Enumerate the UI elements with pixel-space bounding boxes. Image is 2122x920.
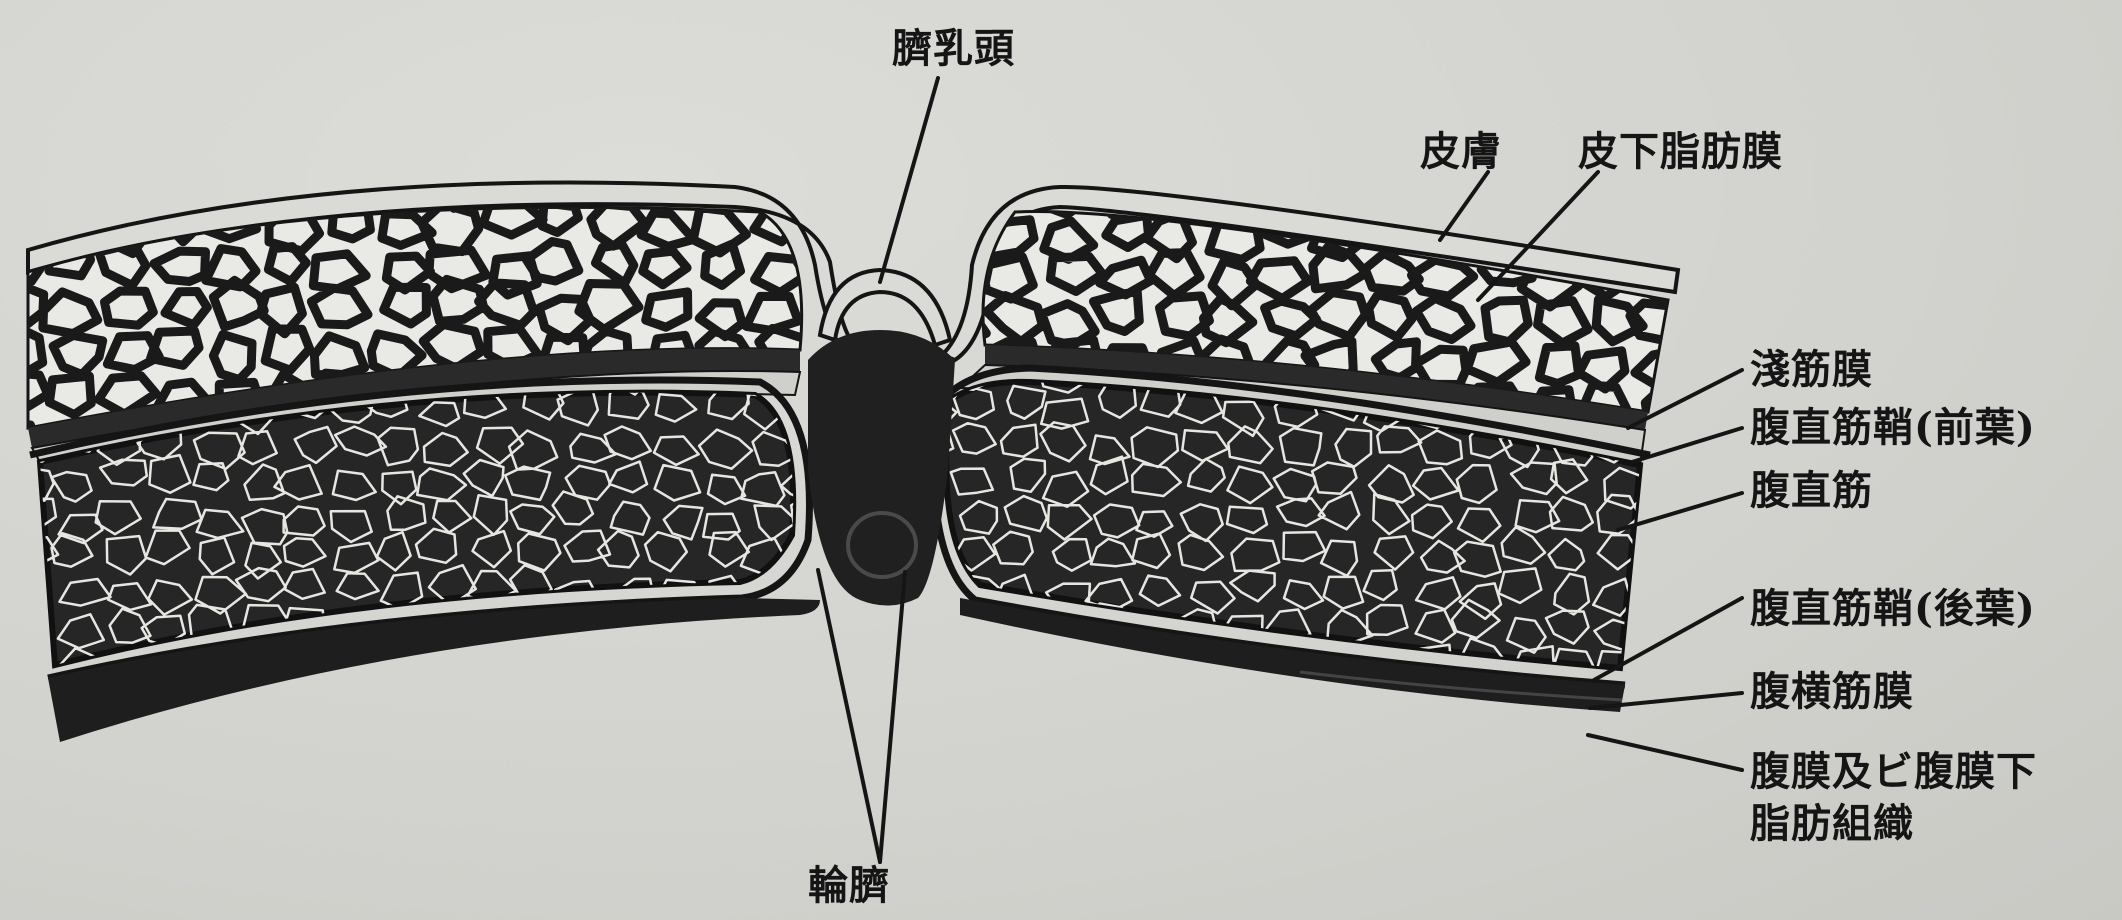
label-peritoneum-line2: 脂肪組織 [1750, 800, 1914, 848]
umbilical-scar [808, 330, 955, 606]
leader-rectus-sheath-anterior [1632, 428, 1742, 462]
label-umbilical-ring: 輪臍 [808, 862, 890, 910]
label-rectus-sheath-posterior: 腹直筋鞘(後葉) [1750, 585, 2036, 633]
leader-skin [1440, 172, 1488, 240]
leader-umbilical-papilla [880, 78, 938, 282]
label-rectus-muscle: 腹直筋 [1750, 467, 1873, 515]
leader-peritoneum [1588, 735, 1742, 770]
label-umbilical-papilla: 臍乳頭 [892, 25, 1015, 73]
label-peritoneum-line1: 腹膜及ビ腹膜下 [1750, 748, 2037, 796]
label-skin: 皮膚 [1420, 128, 1502, 176]
label-rectus-sheath-anterior: 腹直筋鞘(前葉) [1750, 404, 2036, 452]
leader-umbilical-ring-right [880, 572, 905, 862]
label-transversalis-fascia: 腹横筋膜 [1750, 668, 1914, 716]
label-subcutaneous-fascia: 皮下脂肪膜 [1578, 128, 1783, 176]
leader-umbilical-ring-left [818, 570, 880, 862]
label-superficial-fascia: 淺筋膜 [1750, 346, 1873, 394]
